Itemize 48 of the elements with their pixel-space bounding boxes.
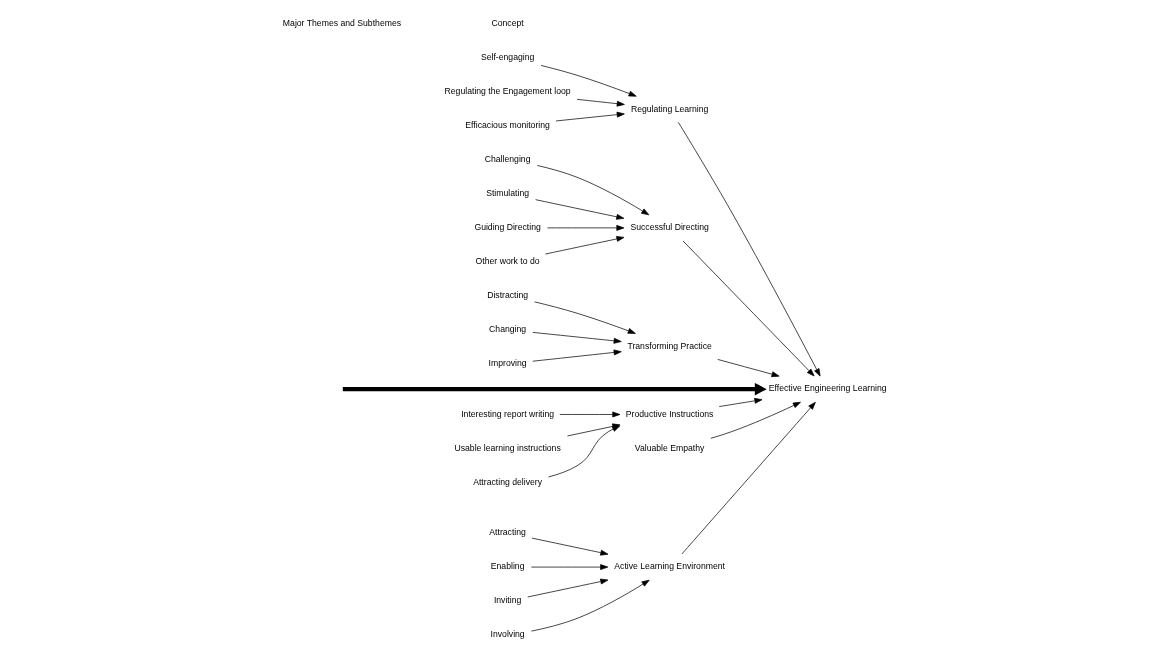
node-text: Stimulating: [485, 188, 529, 199]
node-text: Efficacious monitoring: [464, 120, 550, 131]
arrow: [716, 359, 779, 378]
arrow: [709, 401, 801, 439]
node-text: Successful Directing: [629, 222, 709, 233]
arrow: [530, 564, 608, 570]
node-text: Valuable Empathy: [634, 442, 704, 453]
node-text: Active Learning Environment: [613, 561, 725, 572]
node-text: Effective Engineering Learning: [768, 383, 887, 394]
arrow: [530, 579, 650, 632]
label: Concept: [490, 18, 524, 29]
arrow: [546, 225, 624, 231]
node-text: Interesting report writing: [460, 408, 554, 419]
arrow: [677, 122, 820, 377]
node-text: Usable learning instructions: [453, 442, 561, 453]
arrow: [536, 165, 649, 216]
node-text: Other work to do: [475, 256, 540, 267]
arrow: [682, 240, 814, 377]
node-text: Distracting: [486, 290, 528, 301]
arrow: [544, 236, 624, 255]
node-text: Transforming Practice: [626, 340, 712, 351]
node-text: Involving: [490, 629, 525, 640]
node-text: Improving: [488, 358, 527, 369]
arrow: [555, 111, 625, 122]
node-text: Regulating the Engagement loop: [444, 86, 571, 97]
node-text: Changing: [488, 324, 526, 335]
node-text: Enabling: [490, 561, 524, 572]
arrow: [531, 349, 622, 362]
node-text: Attracting: [488, 527, 526, 538]
label: Major Themes and Subthemes: [282, 18, 401, 29]
arrow: [558, 411, 620, 418]
node-text: Productive Instructions: [625, 408, 713, 419]
node-text: Attracting delivery: [472, 476, 542, 487]
arrow: [533, 301, 636, 334]
arrow: [718, 397, 762, 407]
node-text: Self-engaging: [480, 52, 534, 63]
arrow: [534, 199, 624, 220]
arrow: [540, 65, 637, 97]
arrow: [342, 382, 767, 396]
arrow: [681, 401, 816, 555]
node-text: Inviting: [493, 595, 521, 606]
arrow: [531, 332, 622, 344]
arrow: [576, 99, 625, 107]
node-text: Challenging: [484, 154, 530, 165]
node-text: Regulating Learning: [630, 103, 708, 114]
arrow: [526, 578, 608, 598]
node-text: Guiding Directing: [473, 222, 541, 233]
arrow: [531, 537, 608, 556]
